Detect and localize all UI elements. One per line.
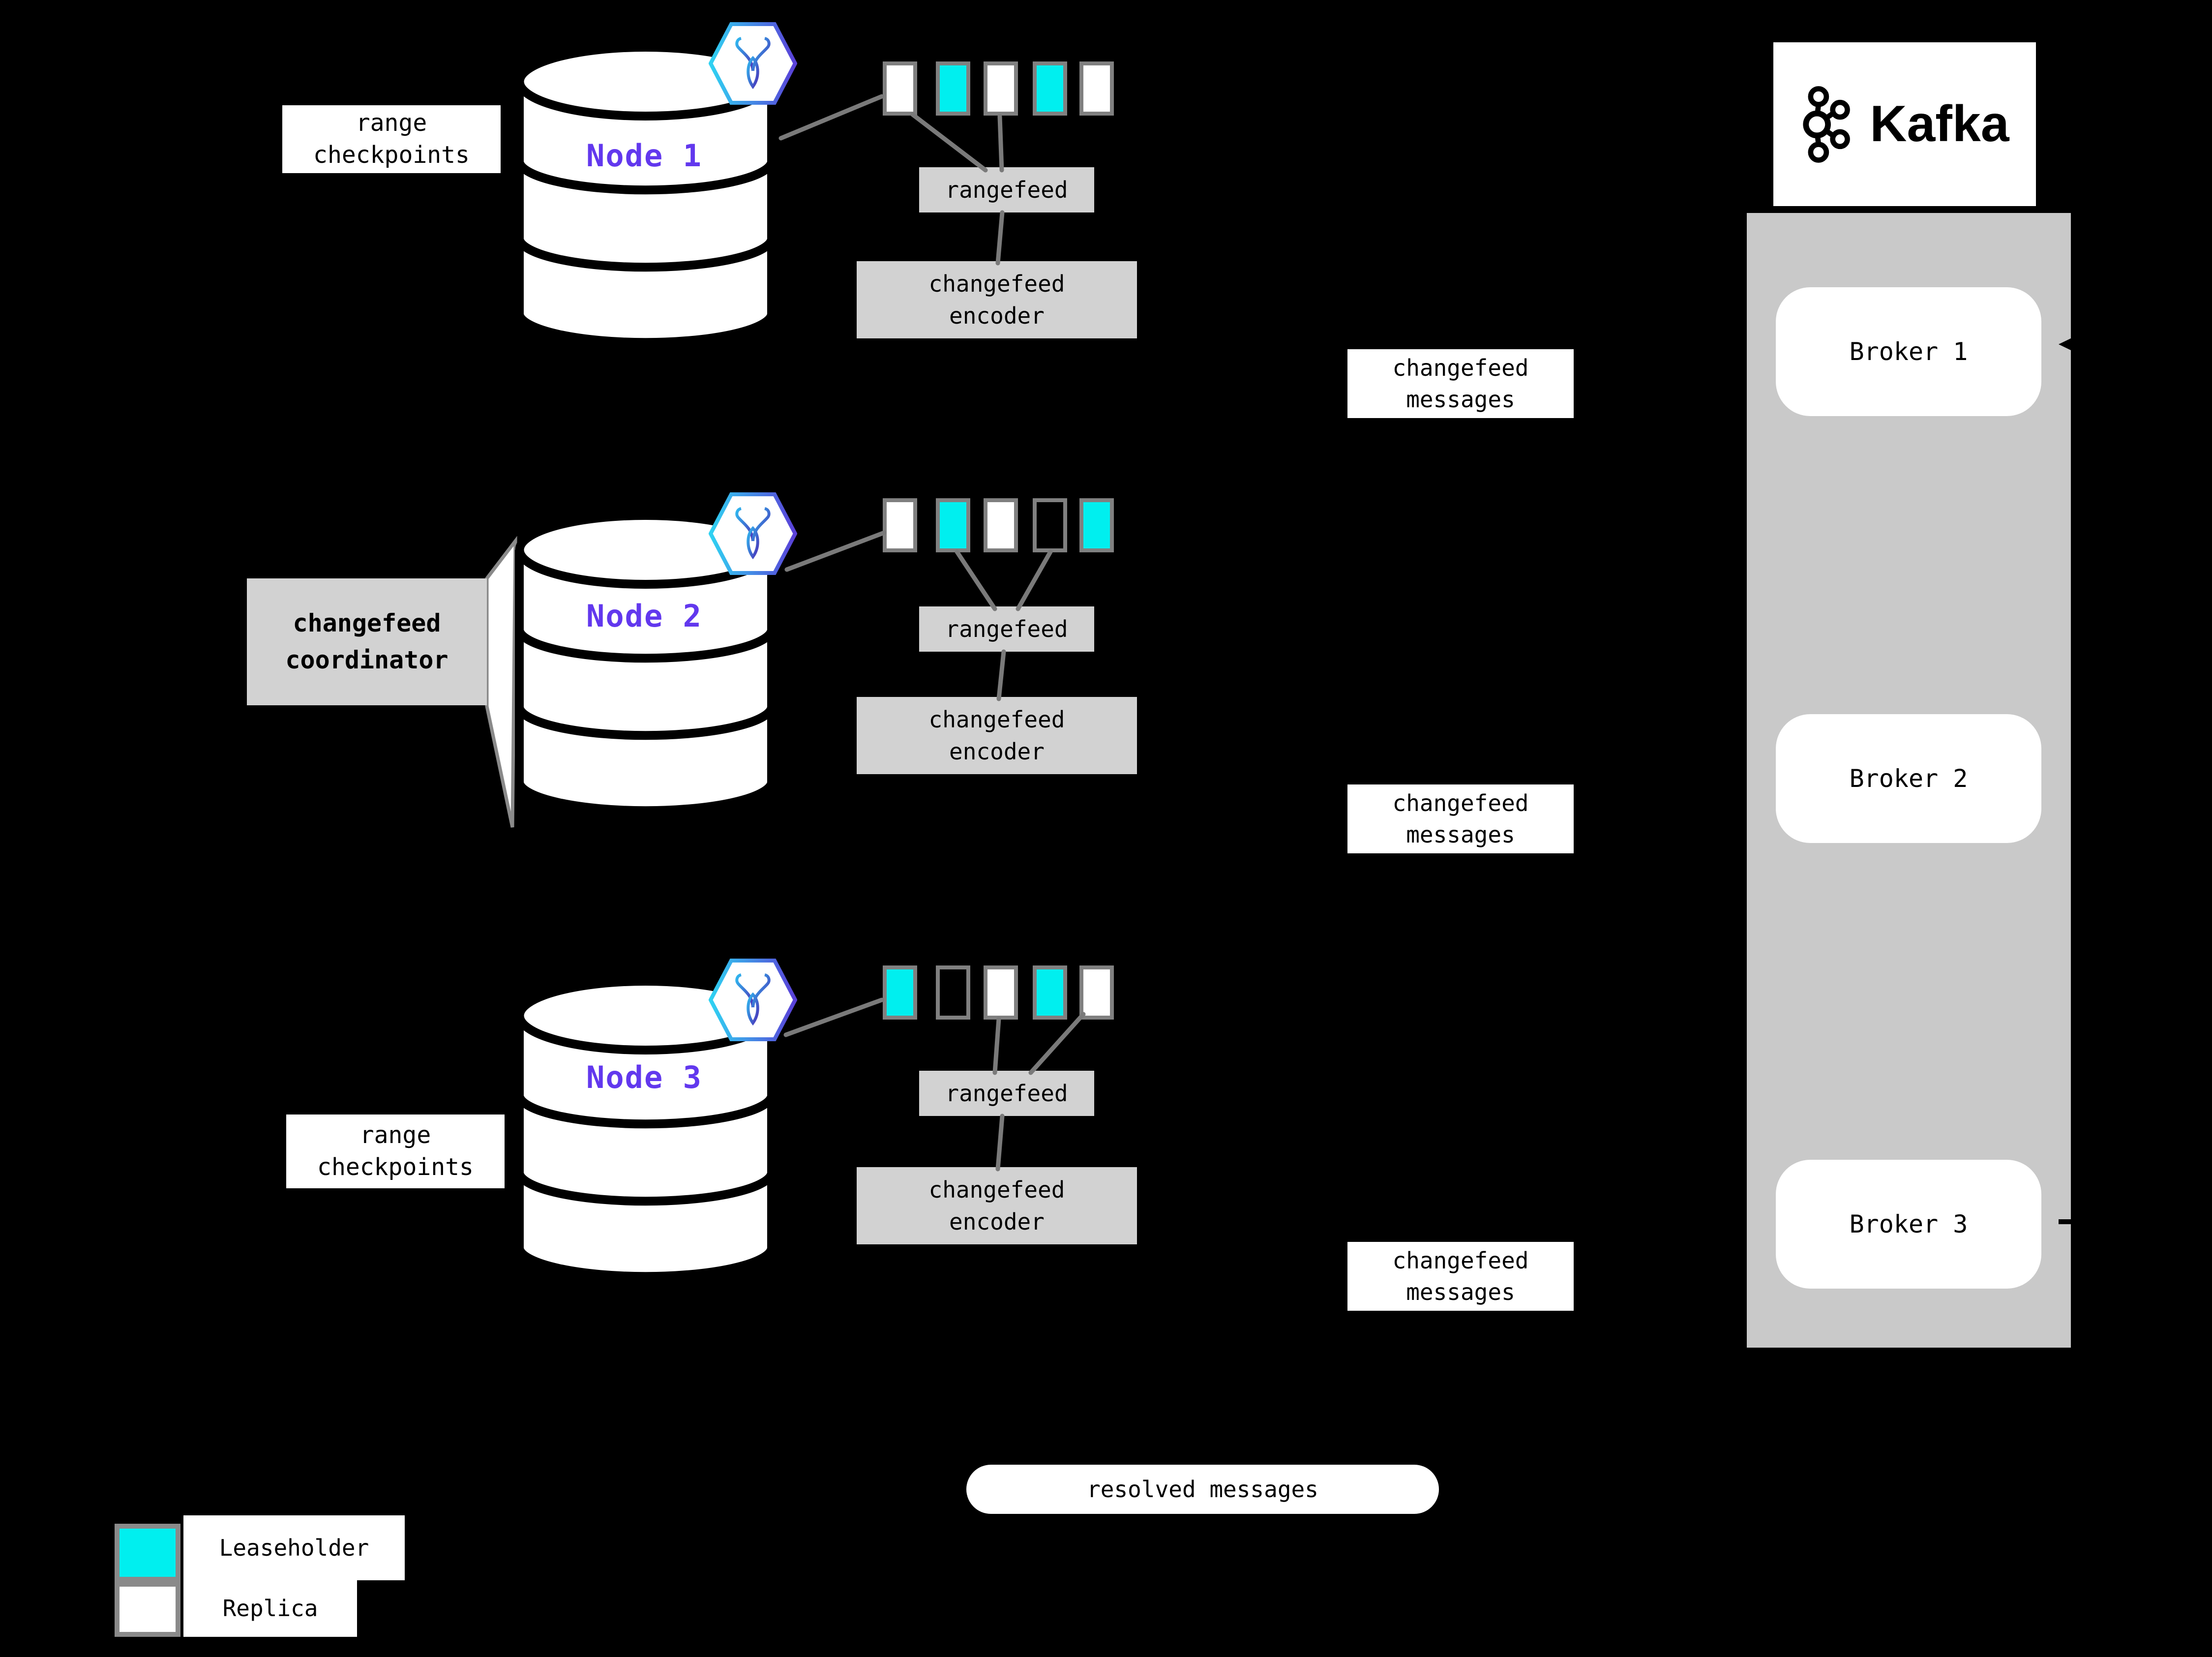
rangefeed-box-node1: rangefeed: [919, 167, 1094, 212]
kafka-broker-2: Broker 2: [1776, 714, 2041, 843]
changefeed-coordinator-box: changefeed coordinator: [247, 578, 487, 705]
range-rect: [883, 965, 917, 1020]
range-rect: [1079, 498, 1114, 552]
kafka-brand-text: Kafka: [1870, 95, 2009, 152]
range-rect: [984, 61, 1018, 116]
coordinator-callout-pointer: [485, 536, 517, 828]
range-rect: [936, 965, 970, 1020]
cockroachdb-logo-icon: [709, 22, 797, 105]
changefeed-messages-label-3: changefeed messages: [1347, 1242, 1574, 1311]
range-rect: [984, 498, 1018, 552]
changefeed-encoder-box-node3: changefeed encoder: [857, 1167, 1137, 1244]
cockroachdb-logo-icon: [709, 959, 797, 1041]
resolved-messages-label: resolved messages: [966, 1465, 1439, 1514]
range-rect: [883, 498, 917, 552]
changefeed-encoder-box-node1: changefeed encoder: [857, 261, 1137, 338]
range-rect: [1033, 965, 1067, 1020]
range-rect: [936, 498, 970, 552]
rangefeed-box-node2: rangefeed: [919, 606, 1094, 652]
kafka-broker-3: Broker 3: [1776, 1160, 2041, 1289]
changefeed-messages-label-1: changefeed messages: [1347, 349, 1574, 418]
legend-leaseholder-label: Leaseholder: [183, 1515, 405, 1580]
legend-replica-label: Replica: [183, 1580, 357, 1637]
range-rect: [1033, 61, 1067, 116]
database-cylinder-node1-icon: [515, 43, 776, 347]
changefeed-encoder-box-node2: changefeed encoder: [857, 697, 1137, 774]
changefeed-messages-label-2: changefeed messages: [1347, 784, 1574, 853]
range-rect: [1033, 498, 1067, 552]
rangefeed-box-node3: rangefeed: [919, 1071, 1094, 1116]
node2-title: Node 2: [586, 598, 702, 634]
legend-replica-swatch: [115, 1582, 180, 1637]
range-rect: [984, 965, 1018, 1020]
node3-title: Node 3: [586, 1059, 702, 1095]
cockroachdb-logo-icon: [709, 492, 797, 575]
range-rect: [936, 61, 970, 116]
range-rect: [1079, 965, 1114, 1020]
database-cylinder-node2-icon: [515, 511, 776, 815]
legend-leaseholder-swatch: [115, 1524, 180, 1582]
range-rect: [1079, 61, 1114, 116]
kafka-logo-panel: Kafka: [1773, 42, 2036, 206]
node1-title: Node 1: [586, 137, 702, 174]
range-checkpoints-label-node3: range checkpoints: [286, 1115, 505, 1188]
kafka-broker-1: Broker 1: [1776, 287, 2041, 416]
kafka-logo-icon: [1803, 86, 1851, 163]
range-checkpoints-label-node1: range checkpoints: [282, 105, 501, 173]
range-rect: [883, 61, 917, 116]
